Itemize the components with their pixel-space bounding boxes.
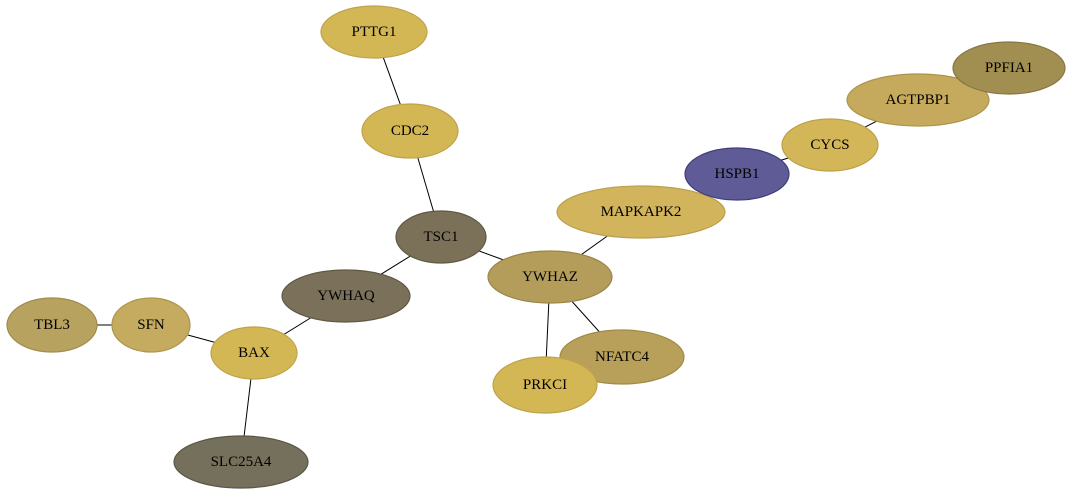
node-ellipse [6, 297, 98, 353]
node-label: YWHAZ [522, 269, 578, 285]
node-ellipse [361, 103, 459, 159]
node-nfatc4[interactable]: NFATC4 [559, 329, 685, 385]
node-ellipse [111, 297, 191, 353]
node-ellipse [395, 210, 487, 264]
node-ellipse [684, 147, 790, 201]
node-cdc2[interactable]: CDC2 [361, 103, 459, 159]
node-pttg1[interactable]: PTTG1 [320, 5, 428, 59]
node-label: PRKCI [523, 377, 567, 393]
node-ellipse [487, 250, 613, 304]
node-ellipse [952, 41, 1066, 95]
node-label: HSPB1 [714, 166, 759, 182]
node-ellipse [492, 356, 598, 414]
node-tbl3[interactable]: TBL3 [6, 297, 98, 353]
node-bax[interactable]: BAX [210, 326, 298, 380]
node-ywhaz[interactable]: YWHAZ [487, 250, 613, 304]
node-label: CYCS [810, 137, 849, 153]
node-label: TBL3 [34, 317, 70, 333]
node-ywhaq[interactable]: YWHAQ [281, 269, 411, 323]
node-label: TSC1 [423, 229, 458, 245]
node-hspb1[interactable]: HSPB1 [684, 147, 790, 201]
node-label: SFN [137, 317, 165, 333]
node-ellipse [173, 435, 309, 489]
edge-layer [52, 31, 919, 463]
node-cycs[interactable]: CYCS [781, 118, 879, 172]
node-label: BAX [238, 345, 270, 361]
node-ellipse [281, 269, 411, 323]
node-ellipse [846, 73, 990, 127]
node-label: PPFIA1 [985, 60, 1033, 76]
node-ellipse [320, 5, 428, 59]
node-label: PTTG1 [352, 24, 397, 40]
node-label: YWHAQ [317, 288, 375, 304]
node-sfn[interactable]: SFN [111, 297, 191, 353]
node-mapkapk2[interactable]: MAPKAPK2 [556, 185, 726, 239]
node-label: NFATC4 [595, 349, 649, 365]
node-agtpbp1[interactable]: AGTPBP1 [846, 73, 990, 127]
node-label: AGTPBP1 [885, 92, 950, 108]
node-prkci[interactable]: PRKCI [492, 356, 598, 414]
node-label: SLC25A4 [211, 454, 272, 470]
node-ellipse [556, 185, 726, 239]
node-ellipse [559, 329, 685, 385]
node-tsc1[interactable]: TSC1 [395, 210, 487, 264]
node-ellipse [781, 118, 879, 172]
node-label: MAPKAPK2 [601, 204, 682, 220]
node-slc25a4[interactable]: SLC25A4 [173, 435, 309, 489]
node-ppfia1[interactable]: PPFIA1 [952, 41, 1066, 95]
node-label: CDC2 [391, 123, 429, 139]
node-ellipse [210, 326, 298, 380]
